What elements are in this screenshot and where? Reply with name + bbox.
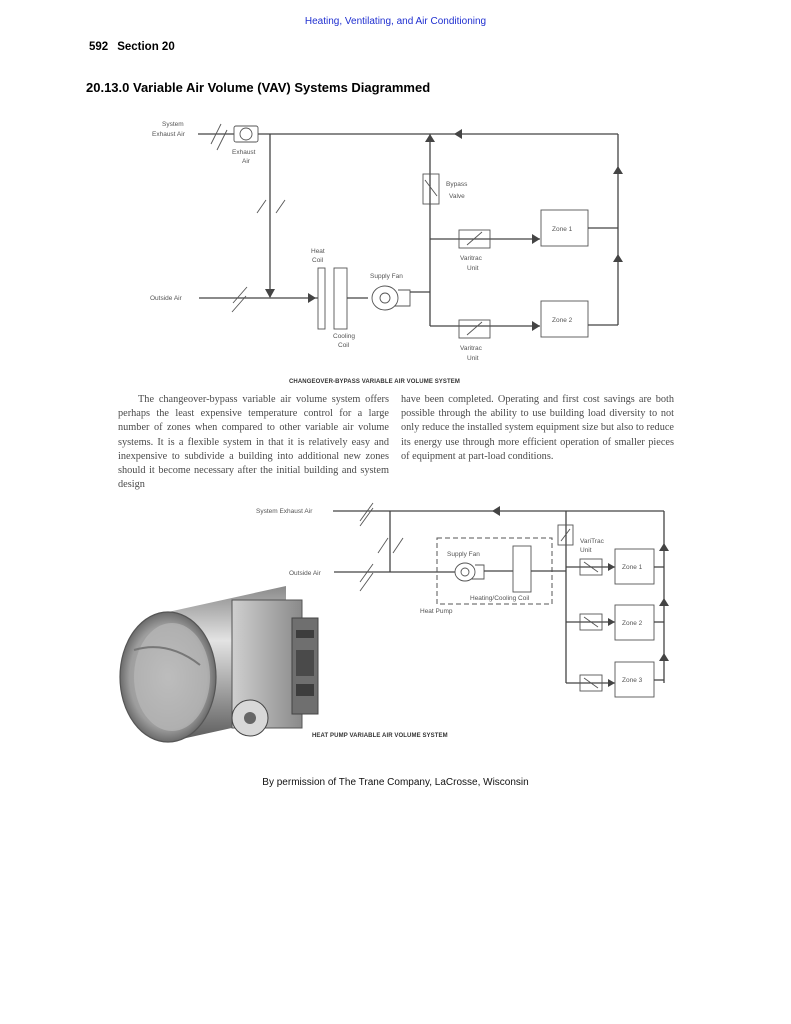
diagram1-caption: CHANGEOVER-BYPASS VARIABLE AIR VOLUME SY…	[289, 379, 460, 385]
permission-credit: By permission of The Trane Company, LaCr…	[0, 777, 791, 788]
label-heat-pump: Heat Pump	[420, 608, 453, 615]
label-varitrac1-2: Unit	[467, 265, 479, 272]
label-zone3: Zone 3	[622, 677, 643, 684]
vav-damper-photo	[120, 586, 318, 742]
label-heat-2: Coil	[312, 257, 324, 264]
label-varitrac1-1: Varitrac	[460, 255, 483, 262]
label-zone1-2: Zone 1	[622, 564, 643, 571]
label-bypass-1: Bypass	[446, 181, 468, 188]
label-outside-air: Outside Air	[150, 295, 183, 302]
label-bypass-2: Valve	[449, 193, 465, 200]
label-system-exhaust-2: Exhaust Air	[152, 131, 186, 138]
label-system-exhaust: System Exhaust Air	[256, 508, 313, 515]
heat-pump-diagram: System Exhaust Air Outside Air Supply Fa…	[110, 495, 685, 745]
section-title: 20.13.0 Variable Air Volume (VAV) System…	[86, 80, 430, 95]
label-heat-1: Heat	[311, 248, 325, 255]
label-varitrac2-1: Varitrac	[460, 345, 483, 352]
label-zone1: Zone 1	[552, 226, 573, 233]
section-label: Section 20	[117, 41, 175, 53]
label-outside-air-2: Outside Air	[289, 570, 322, 577]
label-heating-cooling: Heating/Cooling Coil	[470, 595, 530, 602]
label-varitrac-2: Unit	[580, 547, 592, 554]
page-number: 592	[89, 41, 108, 53]
label-zone2: Zone 2	[552, 317, 573, 324]
label-zone2-2: Zone 2	[622, 620, 643, 627]
label-supply-fan: Supply Fan	[370, 273, 403, 280]
label-supply-fan-2: Supply Fan	[447, 551, 480, 558]
label-varitrac-1: VariTrac	[580, 538, 605, 545]
diagram2-caption: HEAT PUMP VARIABLE AIR VOLUME SYSTEM	[312, 733, 448, 739]
label-varitrac2-2: Unit	[467, 355, 479, 362]
label-exhaust-1: Exhaust	[232, 149, 256, 156]
label-system-exhaust-1: System	[162, 121, 184, 128]
changeover-bypass-diagram: System Exhaust Air Exhaust Air Outside A…	[140, 108, 660, 388]
body-text-left: The changeover-bypass variable air volum…	[118, 393, 389, 492]
label-exhaust-2: Air	[242, 158, 251, 165]
body-text-right: have been completed. Operating and first…	[401, 393, 674, 464]
page-header: 592 Section 20	[89, 41, 175, 53]
label-cooling-2: Coil	[338, 342, 350, 349]
running-header-link[interactable]: Heating, Ventilating, and Air Conditioni…	[0, 16, 791, 27]
label-cooling-1: Cooling	[333, 333, 355, 340]
